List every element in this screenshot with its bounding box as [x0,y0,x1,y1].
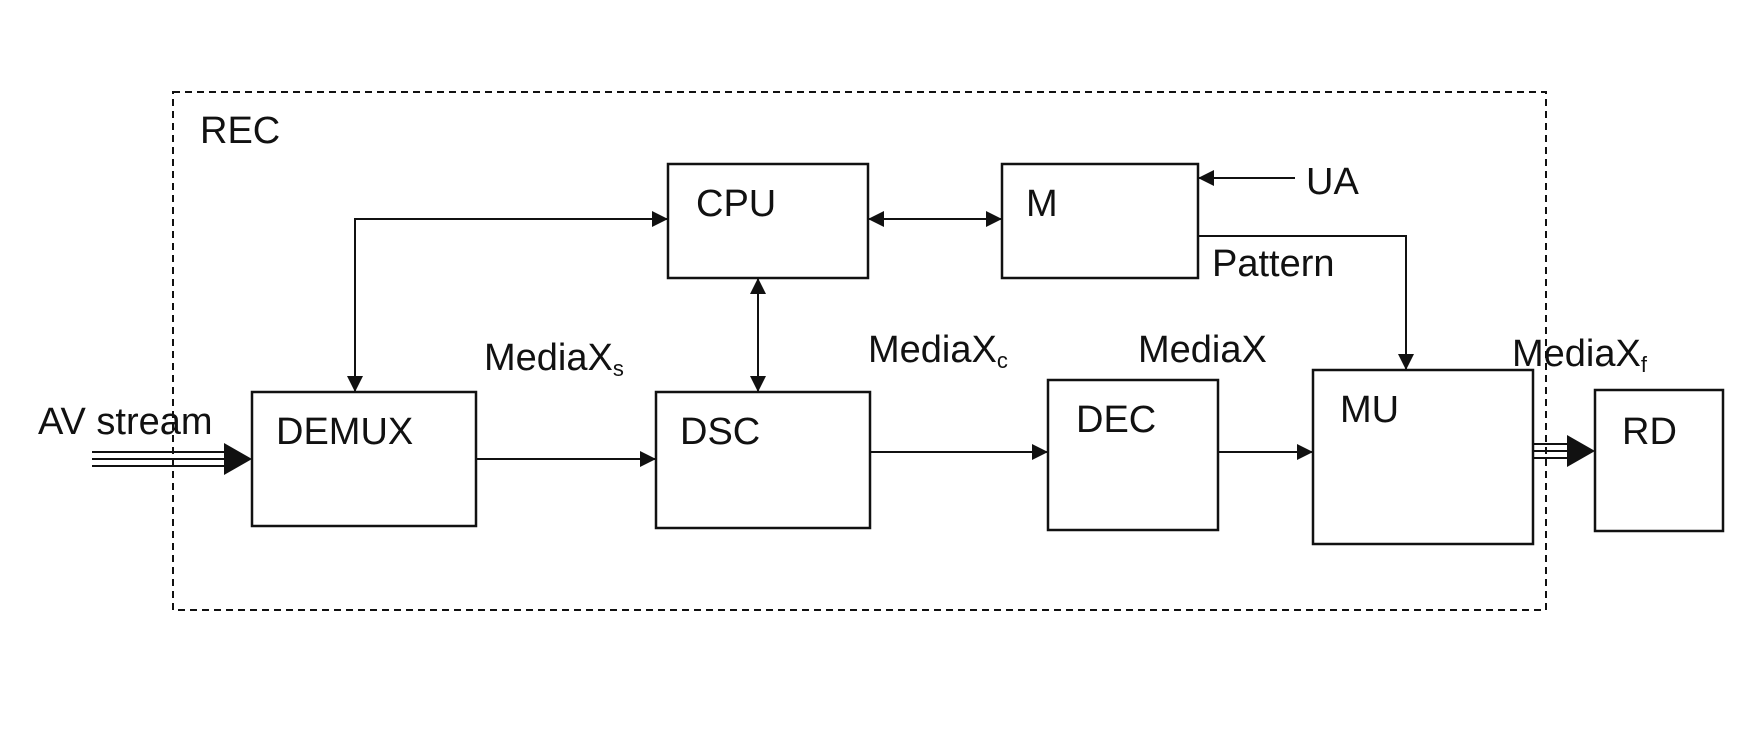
ua-label: UA [1306,161,1359,203]
dsc-block-label: DSC [680,411,760,453]
av-stream-label: AV stream [38,401,213,443]
mediax-s-label: MediaXs [484,337,624,381]
mediax-f-label: MediaXf [1512,333,1648,377]
dsc-block: DSC [656,392,870,528]
rec-frame-label: REC [200,110,280,152]
dec-block-label: DEC [1076,399,1156,441]
mediax-c-label: MediaXc [868,329,1008,373]
dec-block: DEC [1048,380,1218,530]
mediax-label: MediaX [1138,329,1267,371]
mu-rd-connector [1533,435,1595,467]
rd-block-label: RD [1622,411,1677,453]
mu-block-label: MU [1340,389,1399,431]
pattern-label: Pattern [1212,243,1335,285]
m-block-label: M [1026,183,1058,225]
cpu-block: CPU [668,164,868,278]
m-block: M [1002,164,1198,278]
demux-block: DEMUX [252,392,476,526]
mu-block: MU [1313,370,1533,544]
cpu-block-label: CPU [696,183,776,225]
demux-block-label: DEMUX [276,411,413,453]
rd-block: RD [1595,390,1723,531]
